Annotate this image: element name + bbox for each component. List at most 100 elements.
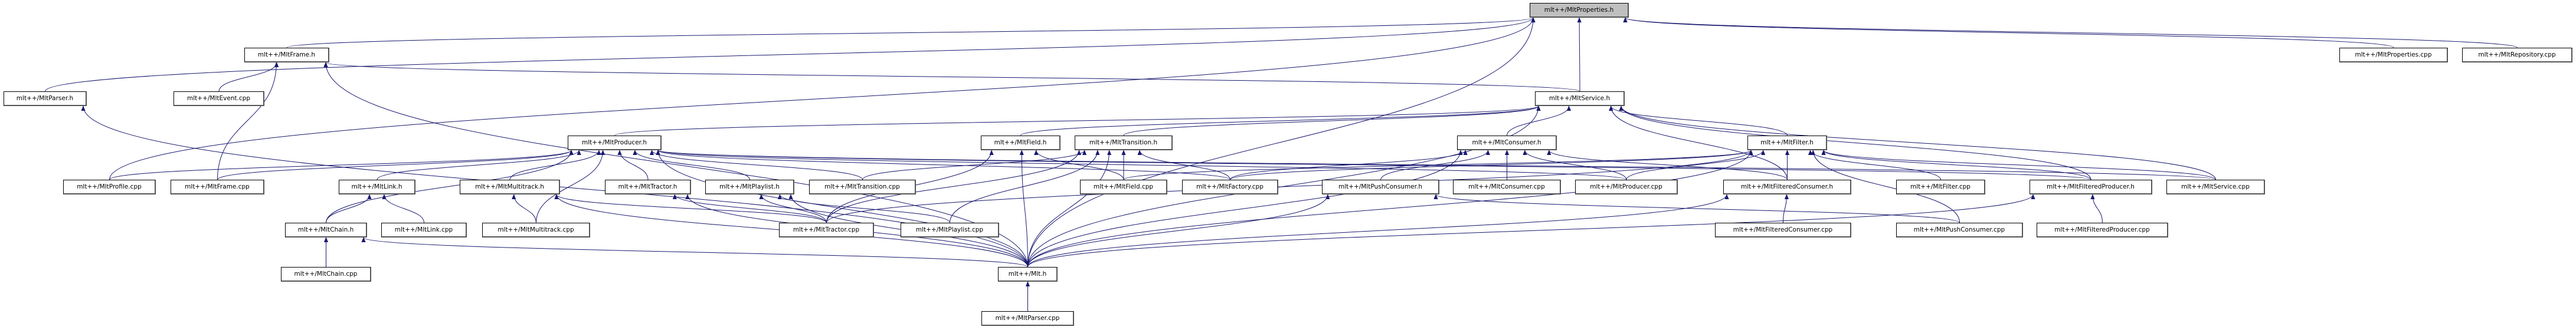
edge-frame-cpp-to-frame-h: [217, 62, 279, 180]
edge-repo-cpp-to-props-h: [1623, 17, 2518, 48]
edge-mlt-h-to-field-h: [1019, 150, 1028, 268]
edge-multitrack-cpp-to-producer-h: [536, 150, 605, 223]
node-chain-h[interactable]: mlt++/MltChain.h: [285, 223, 367, 237]
edge-field-cpp-to-filter-h: [1123, 150, 1753, 180]
node-transition-h[interactable]: mlt++/MltTransition.h: [1075, 136, 1173, 150]
edge-tractor-cpp-to-playlist-h: [759, 194, 827, 223]
node-profile-cpp[interactable]: mlt++/MltProfile.cpp: [63, 180, 156, 194]
edge-mlt-h-to-consumer-h: [1027, 150, 1463, 268]
node-filteredconsumer-cpp[interactable]: mlt++/MltFilteredConsumer.cpp: [1715, 223, 1851, 237]
node-factory-cpp[interactable]: mlt++/MltFactory.cpp: [1182, 180, 1278, 194]
edge-mlt-h-to-filteredconsumer-h: [1027, 194, 1729, 268]
edge-field-cpp-to-field-h: [1034, 150, 1124, 180]
edge-parser-h-to-props-h: [45, 17, 1536, 92]
node-consumer-cpp[interactable]: mlt++/MltConsumer.cpp: [1453, 180, 1561, 194]
node-filter-h[interactable]: mlt++/MltFilter.h: [1747, 136, 1827, 150]
edge-chain-h-to-link-h: [326, 194, 372, 223]
edge-factory-cpp-to-producer-h: [656, 150, 1230, 180]
edge-transition-cpp-to-producer-h: [650, 150, 863, 180]
edge-factory-cpp-to-consumer-h: [1230, 150, 1468, 180]
edge-mlt-h-to-props-h: [1027, 17, 1536, 268]
edge-mlt-h-to-filter-h: [1027, 150, 1753, 268]
edge-playlist-cpp-to-transition-h: [950, 150, 1100, 223]
edge-frame-cpp-to-producer-h: [217, 150, 574, 180]
edge-chain-h-to-producer-h: [326, 150, 574, 223]
edge-tractor-cpp-to-tractor-h: [672, 194, 827, 223]
node-field-h[interactable]: mlt++/MltField.h: [981, 136, 1060, 150]
edge-filter-h-to-service-h: [1609, 105, 1788, 136]
edge-playlist-h-to-producer-h: [633, 150, 750, 180]
edge-service-h-to-props-h: [1577, 17, 1582, 92]
node-multitrack-h[interactable]: mlt++/MltMultitrack.h: [460, 180, 560, 194]
edge-link-cpp-to-link-h: [382, 194, 424, 223]
edge-pushconsumer-cpp-to-filter-h: [1811, 150, 1960, 223]
edge-transition-h-to-service-h: [1123, 105, 1541, 136]
node-props-h[interactable]: mlt++/MltProperties.h: [1530, 3, 1629, 18]
edge-tractor-h-to-producer-h: [617, 150, 649, 180]
node-filteredproducer-h[interactable]: mlt++/MltFilteredProducer.h: [2030, 180, 2152, 194]
node-playlist-h[interactable]: mlt++/MltPlaylist.h: [705, 180, 794, 194]
edge-mlt-h-to-chain-h: [361, 237, 1028, 268]
edge-producer-cpp-to-consumer-h: [1523, 150, 1627, 180]
node-producer-h[interactable]: mlt++/MltProducer.h: [568, 136, 662, 150]
edge-mlt-h-to-producer-h: [656, 150, 1028, 268]
edge-service-h-to-frame-h: [324, 62, 1580, 92]
node-consumer-h[interactable]: mlt++/MltConsumer.h: [1457, 136, 1557, 150]
node-playlist-cpp[interactable]: mlt++/MltPlaylist.cpp: [901, 223, 999, 237]
edge-pushconsumer-cpp-to-pushconsumer-h: [1433, 194, 1960, 223]
edge-mlt-h-to-transition-h: [1027, 150, 1112, 268]
edge-service-cpp-to-service-h: [1619, 105, 2216, 180]
node-link-h[interactable]: mlt++/MltLink.h: [339, 180, 415, 194]
edge-producer-h-to-service-h: [614, 105, 1541, 136]
edge-filteredproducer-cpp-to-filteredproducer-h: [2090, 194, 2103, 223]
edge-tractor-cpp-to-transition-h: [826, 150, 1082, 223]
node-filteredconsumer-h[interactable]: mlt++/MltFilteredConsumer.h: [1723, 180, 1851, 194]
node-event-cpp[interactable]: mlt++/MltEvent.cpp: [174, 91, 264, 106]
node-frame-cpp[interactable]: mlt++/MltFrame.cpp: [171, 180, 264, 194]
edge-filteredproducer-h-to-filter-h: [1821, 150, 2091, 180]
node-field-cpp[interactable]: mlt++/MltField.cpp: [1080, 180, 1167, 194]
node-link-cpp[interactable]: mlt++/MltLink.cpp: [381, 223, 467, 237]
edge-consumer-h-to-service-h: [1507, 105, 1572, 136]
node-pushconsumer-h[interactable]: mlt++/MltPushConsumer.h: [1322, 180, 1439, 194]
edge-service-cpp-to-filter-h: [1821, 150, 2216, 180]
edge-producer-cpp-to-filter-h: [1626, 150, 1766, 180]
node-transition-cpp[interactable]: mlt++/MltTransition.cpp: [809, 180, 916, 194]
node-pushconsumer-cpp[interactable]: mlt++/MltPushConsumer.cpp: [1896, 223, 2023, 237]
node-props-cpp[interactable]: mlt++/MltProperties.cpp: [2339, 48, 2448, 62]
node-multitrack-cpp[interactable]: mlt++/MltMultitrack.cpp: [482, 223, 590, 237]
edge-filteredproducer-h-to-service-h: [1619, 105, 2091, 180]
edge-link-h-to-producer-h: [377, 150, 581, 180]
edge-factory-cpp-to-transition-h: [1137, 150, 1230, 180]
edge-filteredconsumer-h-to-consumer-h: [1547, 150, 1788, 180]
node-producer-cpp[interactable]: mlt++/MltProducer.cpp: [1575, 180, 1678, 194]
edge-props-cpp-to-props-h: [1623, 17, 2394, 48]
node-frame-h[interactable]: mlt++/MltFrame.h: [244, 48, 329, 62]
node-mlt-h[interactable]: mlt++/Mlt.h: [998, 267, 1058, 282]
edge-event-cpp-to-frame-h: [218, 62, 279, 92]
node-tractor-cpp[interactable]: mlt++/MltTractor.cpp: [779, 223, 874, 237]
edge-profile-cpp-to-producer-h: [109, 150, 574, 180]
node-chain-cpp[interactable]: mlt++/MltChain.cpp: [281, 267, 371, 282]
edge-mlt-h-to-pushconsumer-h: [1027, 194, 1330, 268]
node-filteredproducer-cpp[interactable]: mlt++/MltFilteredProducer.cpp: [2037, 223, 2168, 237]
edge-transition-cpp-to-transition-h: [862, 150, 1087, 180]
edge-tractor-cpp-to-multitrack-h: [554, 194, 827, 223]
edge-tractor-cpp-to-filter-h: [826, 150, 1753, 223]
edge-profile-cpp-to-props-h: [109, 17, 1536, 180]
node-parser-h[interactable]: mlt++/MltParser.h: [4, 91, 87, 106]
edge-frame-h-to-props-h: [286, 17, 1535, 48]
edge-mlt-h-to-filteredproducer-h: [1027, 194, 2035, 268]
edge-field-h-to-service-h: [1020, 105, 1541, 136]
node-filter-cpp[interactable]: mlt++/MltFilter.cpp: [1896, 180, 1985, 194]
node-parser-cpp[interactable]: mlt++/MltParser.cpp: [981, 311, 1074, 326]
node-repo-cpp[interactable]: mlt++/MltRepository.cpp: [2462, 48, 2572, 62]
edge-filteredconsumer-cpp-to-filteredconsumer-h: [1783, 194, 1789, 223]
node-service-h[interactable]: mlt++/MltService.h: [1535, 91, 1625, 106]
node-tractor-h[interactable]: mlt++/MltTractor.h: [605, 180, 691, 194]
edge-filter-cpp-to-filter-h: [1808, 150, 1941, 180]
edge-factory-cpp-to-filter-h: [1230, 150, 1753, 180]
node-service-cpp[interactable]: mlt++/MltService.cpp: [2166, 180, 2265, 194]
